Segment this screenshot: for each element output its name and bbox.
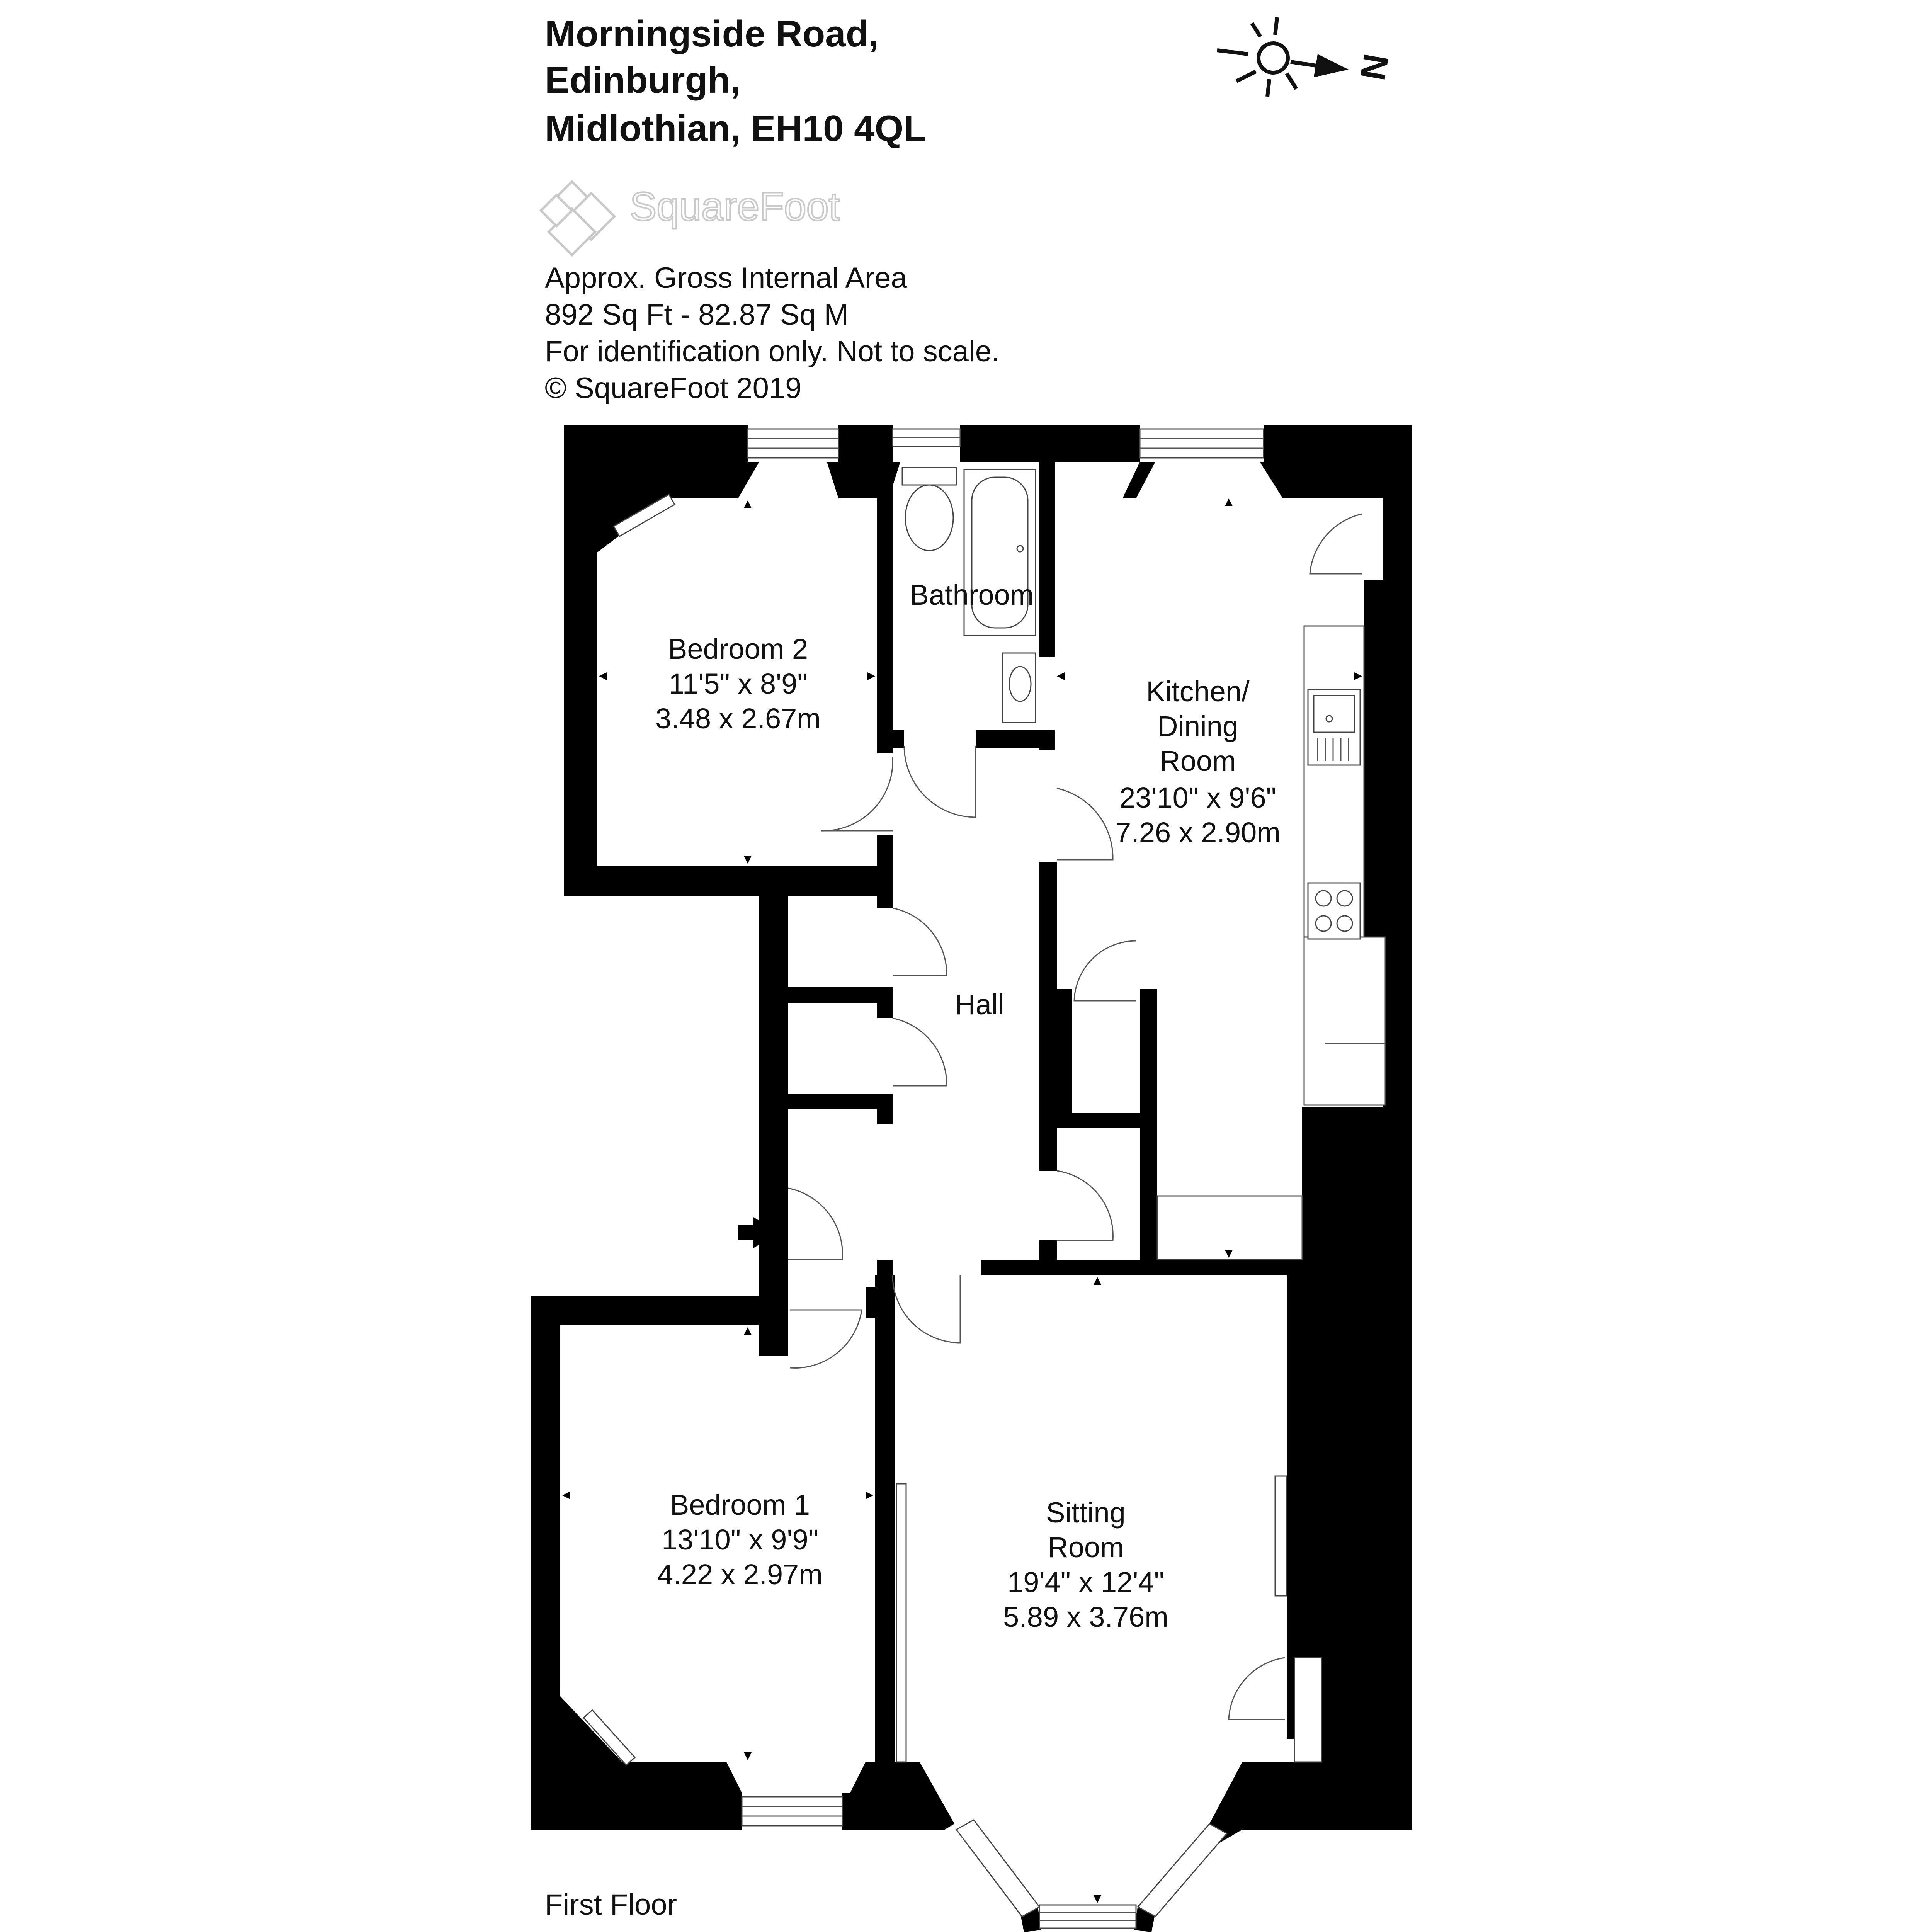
door-entrance — [788, 1187, 843, 1260]
area-info-line-3: For identification only. Not to scale. — [545, 335, 1000, 368]
toilet-cistern-icon — [901, 467, 957, 486]
window-bay-right — [1137, 1823, 1228, 1917]
window-bedroom1 — [741, 1796, 843, 1827]
kitchen-name-2: Dining — [1157, 710, 1238, 742]
sitting-name-2: Room — [1048, 1531, 1124, 1563]
sitting-imperial: 19'4" x 12'4" — [1007, 1566, 1164, 1598]
bathroom-name: Bathroom — [910, 579, 1034, 611]
bedroom2-name: Bedroom 2 — [668, 633, 808, 665]
squarefoot-logo-text: SquareFoot — [630, 184, 840, 229]
bedroom2-metric: 3.48 x 2.67m — [655, 702, 821, 735]
entrance-arrow-icon — [738, 1217, 779, 1248]
bedroom1-metric: 4.22 x 2.97m — [657, 1558, 823, 1590]
sun-icon — [1217, 17, 1298, 97]
address-line-1: Morningside Road, — [545, 13, 879, 54]
radiator-bedroom2 — [613, 493, 676, 537]
radiator-sitting-right — [1274, 1475, 1287, 1597]
toilet-bowl-icon — [905, 484, 954, 551]
sitting-metric: 5.89 x 3.76m — [1003, 1601, 1168, 1633]
address-block: Morningside Road, Edinburgh, Midlothian,… — [545, 13, 926, 149]
area-info-line-1: Approx. Gross Internal Area — [545, 262, 908, 294]
door-hall-store — [1056, 1170, 1114, 1241]
kitchen-metric: 7.26 x 2.90m — [1115, 816, 1281, 849]
squarefoot-logo-icon — [539, 180, 616, 257]
area-info-line-4: © SquareFoot 2019 — [545, 372, 801, 405]
door-sitting-room — [892, 1275, 961, 1344]
doors — [788, 513, 1362, 1720]
walls — [531, 425, 1412, 1932]
bedroom2-imperial: 11'5" x 8'9" — [668, 668, 807, 700]
kitchen-counter — [1156, 1195, 1303, 1260]
windows — [741, 428, 1264, 1929]
door-bathroom — [903, 745, 976, 818]
area-info-line-2: 892 Sq Ft - 82.87 Sq M — [545, 298, 849, 331]
hob-icon — [1307, 882, 1361, 940]
door-kitchen-store — [1073, 940, 1136, 1002]
squarefoot-logo: SquareFoot — [539, 180, 841, 257]
north-label: N — [1352, 51, 1396, 83]
kitchen-imperial: 23'10" x 9'6" — [1119, 782, 1276, 814]
radiator-sitting-left — [896, 1483, 907, 1763]
floor-label: First Floor — [545, 1888, 677, 1921]
measure-markers — [562, 498, 1362, 1903]
fixtures — [583, 467, 1386, 1766]
sitting-cupboard — [1294, 1657, 1322, 1763]
window-bay-centre — [1039, 1904, 1137, 1929]
floor-plan — [531, 425, 1412, 1932]
kitchen-name-1: Kitchen/ — [1146, 675, 1250, 707]
compass: N — [1217, 17, 1396, 97]
room-labels: Bedroom 2 11'5" x 8'9" 3.48 x 2.67m Bath… — [655, 579, 1281, 1633]
window-kitchen — [1139, 428, 1264, 459]
door-kitchen-cupboard — [1309, 513, 1362, 575]
radiator-bedroom1 — [583, 1709, 636, 1766]
window-bedroom2 — [747, 428, 839, 459]
address-line-2: Edinburgh, — [545, 60, 741, 101]
bedroom1-name: Bedroom 1 — [670, 1489, 810, 1521]
address-line-3: Midlothian, EH10 4QL — [545, 108, 926, 149]
north-arrow-icon — [1290, 54, 1349, 77]
door-sitting-cupboard — [1228, 1657, 1285, 1720]
door-cupboard-2 — [892, 1017, 947, 1087]
bedroom1-imperial: 13'10" x 9'9" — [662, 1524, 818, 1556]
kitchen-name-3: Room — [1160, 745, 1236, 777]
window-bay-left — [955, 1819, 1041, 1917]
door-bedroom2 — [821, 757, 893, 832]
door-kitchen — [1056, 787, 1114, 861]
door-cupboard-1 — [892, 907, 947, 976]
door-bedroom1 — [790, 1309, 862, 1369]
sitting-name-1: Sitting — [1046, 1497, 1126, 1529]
area-info: Approx. Gross Internal Area 892 Sq Ft - … — [545, 262, 1000, 405]
hall-name: Hall — [955, 988, 1004, 1020]
